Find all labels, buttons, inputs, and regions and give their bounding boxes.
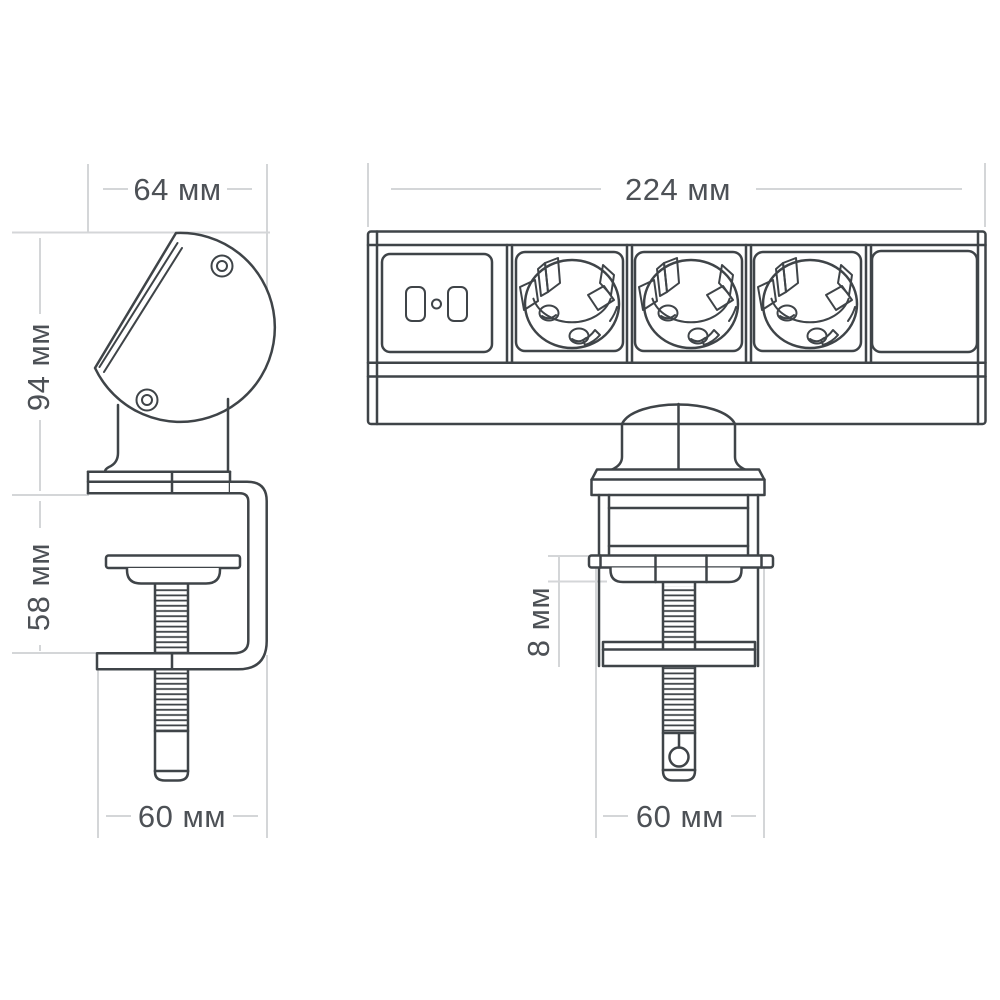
front-view (366, 230, 987, 782)
dim-label-94mm: 94 мм (21, 323, 56, 411)
screw-icon (210, 254, 234, 278)
usb-port-icon (447, 286, 468, 322)
rod-thread (155, 587, 188, 653)
chamfer-lip-line (103, 247, 183, 373)
dim-label-8mm: 8 мм (521, 587, 556, 657)
usb-port-icon (405, 286, 426, 322)
dim-label-58mm: 58 мм (21, 543, 56, 631)
screw-icon (135, 388, 159, 412)
strip-bands (366, 243, 987, 378)
blank-module-plate (870, 249, 979, 354)
schuko-socket-3 (752, 250, 863, 353)
dim-label-60mm-front: 60 мм (636, 799, 724, 834)
screw-icon (216, 260, 228, 272)
bracket-lines (601, 640, 757, 651)
pressure-pad (125, 568, 222, 585)
rod-tip-lines (661, 731, 697, 749)
dim-label-64mm: 64 мм (133, 172, 221, 207)
pad-flange (104, 554, 242, 570)
rod-tip-lines (153, 729, 190, 773)
schuko-socket-1 (514, 250, 625, 353)
chamfer-lip-line (98, 242, 179, 368)
clamp-bottom-bracket (601, 640, 757, 668)
usb-module (380, 252, 494, 354)
screw-icon (141, 394, 153, 406)
rod-tip (153, 769, 190, 782)
rod-tip (661, 768, 697, 782)
pad-flange-tabs (599, 554, 763, 569)
dim-label-224mm: 224 мм (625, 172, 731, 207)
clamp-body-lines (607, 506, 750, 548)
module-dividers (505, 243, 873, 364)
dimension-lines (12, 163, 986, 838)
pressure-pad (609, 567, 743, 584)
rod-thread (663, 586, 695, 640)
dim-label-60mm-side: 60 мм (138, 799, 226, 834)
pad-flange (587, 554, 775, 569)
rod-hole-icon (668, 746, 690, 768)
schuko-socket-2 (633, 250, 744, 353)
dimension-labels: 64 мм 94 мм 58 мм 60 мм 224 мм 8 мм 60 м… (21, 172, 731, 834)
neck-outline (103, 403, 120, 473)
c-clamp-bracket (95, 480, 268, 671)
usb-plate (380, 252, 494, 354)
swivel-head-disc (93, 231, 277, 424)
pad-dividers (654, 554, 708, 584)
side-view (86, 231, 277, 782)
clamp-cap (590, 468, 766, 497)
clamp-body-walls (597, 493, 760, 668)
rod-thread (155, 669, 188, 731)
rod-thread (663, 666, 695, 733)
usb-led-icon (431, 298, 442, 310)
mount-platform (86, 470, 232, 495)
